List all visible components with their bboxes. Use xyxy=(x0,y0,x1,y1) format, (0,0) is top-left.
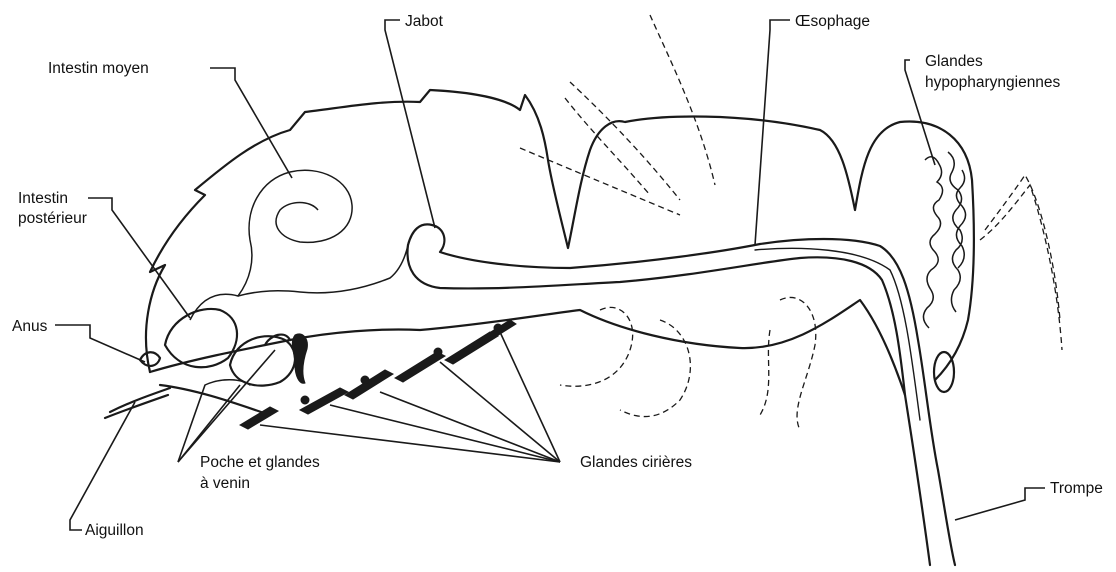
leader-intestin-moyen xyxy=(210,68,292,178)
leader-aiguillon xyxy=(70,402,135,530)
leader-intestin-posterieur xyxy=(88,198,190,318)
label-intestin-posterieur-line2: postérieur xyxy=(18,210,87,227)
venom-apparatus xyxy=(105,334,307,418)
label-trompe: Trompe xyxy=(1050,480,1103,497)
leader-poche-1 xyxy=(178,385,205,462)
label-glandes-line2: hypopharyngiennes xyxy=(925,74,1061,91)
crop-oesophagus xyxy=(407,224,955,565)
leader-jabot xyxy=(385,20,435,228)
label-jabot: Jabot xyxy=(405,13,444,30)
label-aiguillon: Aiguillon xyxy=(85,522,144,539)
label-glandes-line1: Glandes xyxy=(925,53,983,70)
intestine xyxy=(140,170,408,367)
body-outline xyxy=(146,90,974,415)
label-glandes-cirieres: Glandes cirières xyxy=(580,454,692,471)
wax-glands xyxy=(240,320,516,429)
leader-oesophage xyxy=(755,20,790,245)
leader-anus xyxy=(55,325,145,362)
label-poche-line1: Poche et glandes xyxy=(200,454,320,471)
hypopharyngeal-glands xyxy=(923,152,1062,392)
label-intestin-posterieur-line1: Intestin xyxy=(18,190,68,207)
dashed-appendages xyxy=(520,15,816,430)
leader-trompe xyxy=(955,488,1045,520)
label-poche-line2: à venin xyxy=(200,475,250,492)
label-oesophage: Œsophage xyxy=(795,13,870,30)
label-anus: Anus xyxy=(12,318,48,335)
label-intestin-moyen: Intestin moyen xyxy=(48,60,149,77)
